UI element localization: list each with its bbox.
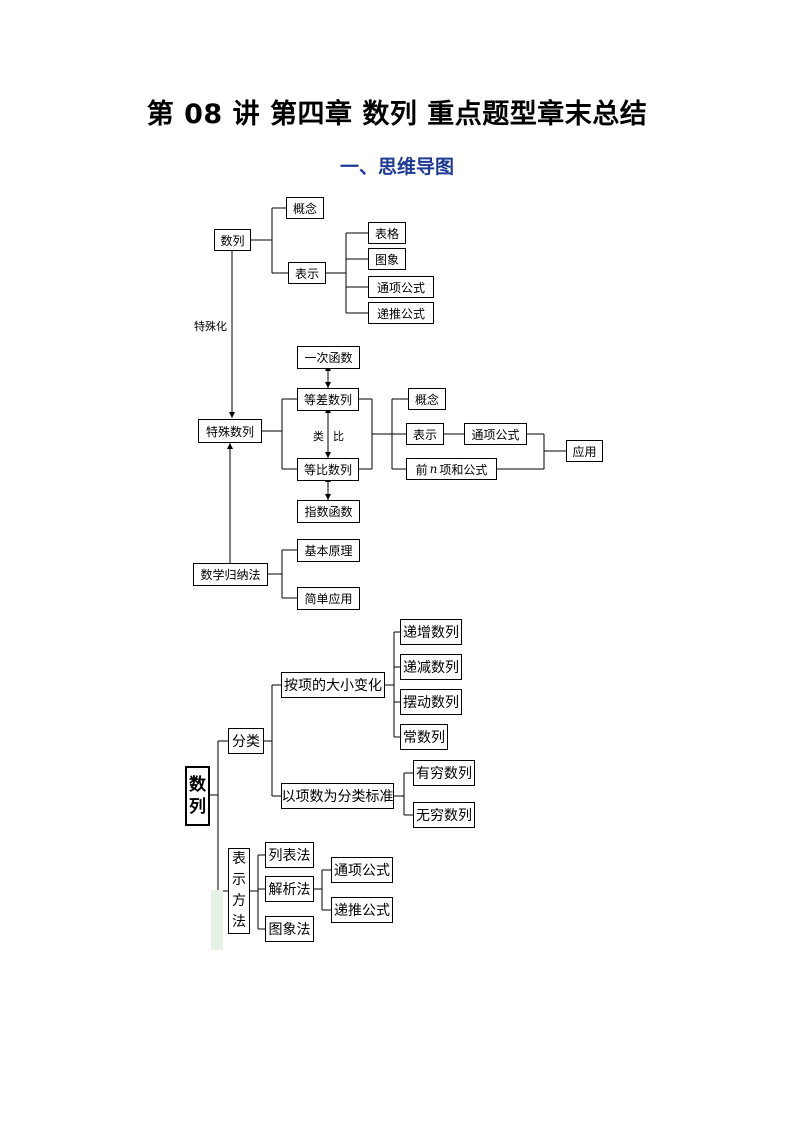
- node-tuxiang: 图象: [368, 248, 406, 270]
- node2-fenlei: 分类: [228, 728, 264, 754]
- node-zhishu: 指数函数: [297, 500, 360, 523]
- node-ditui: 递推公式: [368, 302, 434, 324]
- decor-bar: [211, 890, 223, 950]
- node2-wuqiong: 无穷数列: [413, 802, 475, 828]
- node2-biaoshifangfa: 表 示 方 法: [228, 848, 250, 934]
- label-teshuhua: 特殊化: [194, 320, 227, 333]
- node-dengcha: 等差数列: [297, 388, 359, 411]
- label-lei: 类: [313, 430, 324, 443]
- bsff-1: 表: [232, 851, 246, 867]
- section-heading: 一、思维导图: [339, 156, 454, 178]
- node2-ditui: 递推公式: [331, 897, 393, 923]
- node2-daxiao: 按项的大小变化: [281, 672, 385, 698]
- node-tongxiang2: 通项公式: [464, 423, 527, 445]
- node-biaoshi2: 表示: [406, 423, 444, 445]
- node2-dijian: 递减数列: [400, 654, 462, 680]
- bsff-2: 示: [232, 872, 246, 888]
- node2-tongxiang: 通项公式: [331, 857, 393, 883]
- node-jiben: 基本原理: [297, 539, 360, 562]
- node2-liebiao: 列表法: [265, 842, 314, 868]
- node-jiandan: 简单应用: [297, 587, 360, 610]
- page-title: 第 08 讲 第四章 数列 重点题型章末总结: [146, 99, 648, 130]
- node2-root: 数 列: [185, 766, 210, 826]
- node-biaoshi: 表示: [288, 262, 326, 284]
- xianghe-text: 项和公式: [439, 462, 488, 477]
- node-tongxiang: 通项公式: [368, 276, 434, 298]
- n-text: n: [429, 462, 438, 476]
- node-shulie: 数列: [214, 229, 251, 251]
- node-dengbi: 等比数列: [297, 458, 359, 481]
- bsff-4: 法: [232, 914, 246, 930]
- node-gainian: 概念: [286, 197, 324, 219]
- node-yingyong: 应用: [566, 440, 603, 462]
- node2-xiangshu: 以项数为分类标准: [281, 783, 394, 809]
- root-char-2: 列: [189, 797, 206, 817]
- node-yicihanshu: 一次函数: [297, 346, 360, 369]
- node2-jiexi: 解析法: [265, 876, 314, 902]
- qian-text: 前: [415, 462, 428, 477]
- node-guina: 数学归纳法: [193, 563, 268, 586]
- node2-chang: 常数列: [400, 724, 448, 750]
- label-bi: 比: [333, 430, 344, 443]
- node-teshushulie: 特殊数列: [198, 419, 262, 443]
- node-gainian2: 概念: [408, 388, 446, 410]
- root-char-1: 数: [189, 775, 206, 795]
- node2-dizeng: 递增数列: [400, 619, 462, 645]
- node2-tuxiang: 图象法: [265, 916, 314, 942]
- node2-baidong: 摆动数列: [400, 689, 462, 715]
- node-biaoge: 表格: [368, 222, 406, 244]
- bsff-3: 方: [232, 893, 246, 909]
- node2-youqiong: 有穷数列: [413, 760, 475, 786]
